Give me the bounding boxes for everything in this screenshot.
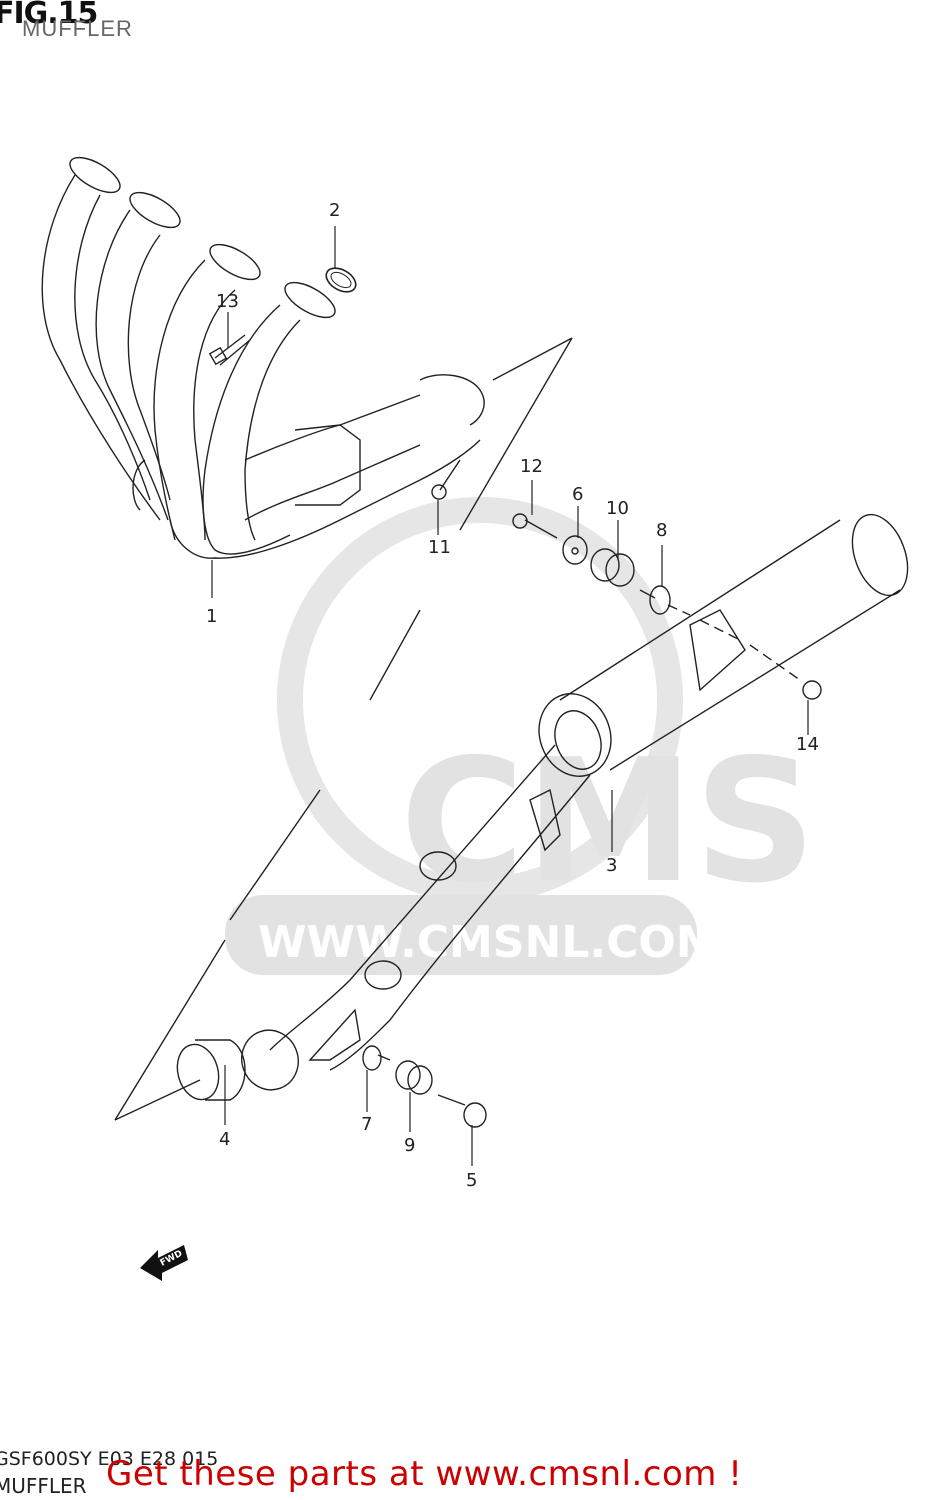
callout-7: 7 <box>361 1114 372 1135</box>
lower-mount-hardware <box>362 1045 487 1128</box>
callout-6: 6 <box>572 484 583 505</box>
section-title: MUFFLER <box>0 1474 87 1498</box>
watermark-url: WWW.CMSNL.COM <box>258 917 720 968</box>
callout-9: 9 <box>404 1135 415 1156</box>
stud-bolt <box>208 334 251 366</box>
leader-lines <box>211 226 809 1166</box>
callout-1: 1 <box>206 606 217 627</box>
upper-mount-hardware <box>512 513 822 700</box>
callout-3: 3 <box>606 855 617 876</box>
forward-arrow-icon: FWD <box>140 1245 188 1281</box>
callout-13: 13 <box>216 291 239 312</box>
watermark: CMS WWW.CMSNL.COM <box>225 497 816 975</box>
figure-number: FIG.15 <box>0 0 98 31</box>
part-labels: 2 13 1 11 12 6 10 8 14 3 4 7 9 5 <box>206 200 819 1191</box>
callout-8: 8 <box>656 520 667 541</box>
exhaust-gasket <box>325 267 357 293</box>
model-code: GSF600SY E03 E28 015 <box>0 1448 219 1470</box>
figure-title: MUFFLER <box>22 16 133 41</box>
callout-11: 11 <box>428 537 451 558</box>
callout-12: 12 <box>520 456 543 477</box>
watermark-brand: CMS <box>400 723 816 921</box>
assembly-outline <box>114 337 573 1121</box>
callout-4: 4 <box>219 1129 230 1150</box>
muffler <box>241 513 909 1091</box>
clamp-bolt <box>431 459 461 500</box>
callout-2: 2 <box>329 200 340 221</box>
exhaust-pipe-assembly <box>41 156 485 559</box>
callout-10: 10 <box>606 498 629 519</box>
callout-5: 5 <box>466 1170 477 1191</box>
connector-gasket <box>176 1039 246 1101</box>
callout-14: 14 <box>796 734 819 755</box>
promo-link[interactable]: Get these parts at www.cmsnl.com ! <box>106 1454 743 1494</box>
